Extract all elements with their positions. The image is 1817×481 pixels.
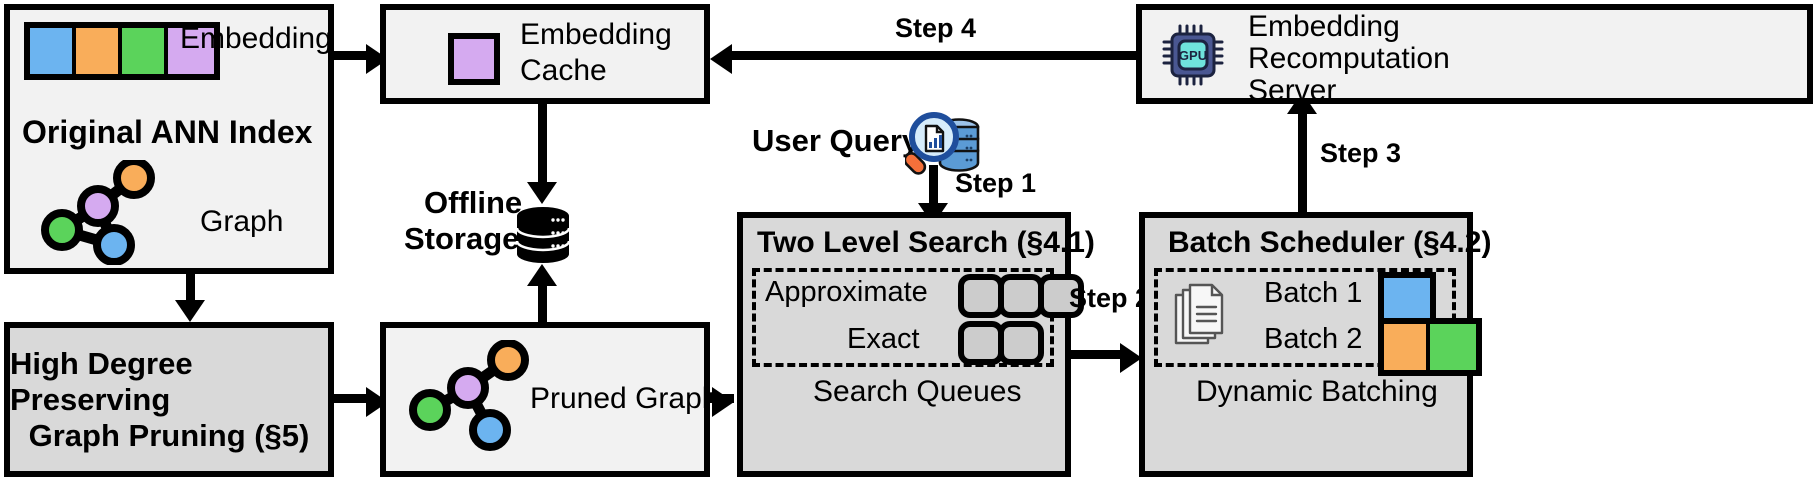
embedding-swatch-strip	[24, 22, 220, 80]
batch-swatch-green	[1430, 324, 1476, 370]
approximate-queue-label: Approximate	[765, 276, 928, 308]
batch-2-swatches	[1378, 318, 1482, 376]
queue-slot[interactable]	[958, 274, 1004, 318]
arrow-index-to-pruning-head	[175, 300, 205, 322]
query-magnifier-database-icon	[905, 112, 980, 175]
arrow-cache-to-storage-line	[538, 104, 547, 184]
arrow-cache-to-storage-head	[527, 182, 557, 204]
database-cylinder-icon	[515, 207, 571, 263]
search-queues-footer: Search Queues	[813, 375, 1022, 408]
batch-1-label: Batch 1	[1264, 277, 1363, 309]
recomputation-server-line2: Recomputation	[1248, 42, 1450, 75]
arrow-step4-line	[732, 51, 1136, 60]
arrow-pruning-to-prunedgraph-line	[334, 394, 368, 403]
batch-swatch-blue	[1384, 278, 1430, 324]
embedding-cache-box	[380, 4, 710, 104]
graph-label: Graph	[200, 205, 284, 238]
pruned-graph-illustration	[409, 340, 529, 451]
arrow-step3-line	[1298, 110, 1307, 212]
arrow-step2-line	[1071, 350, 1124, 359]
step2-label: Step 2	[1069, 283, 1151, 313]
arrow-index-to-cache-line	[334, 51, 368, 60]
exact-queue-label: Exact	[847, 323, 920, 355]
arrow-step1-line	[929, 165, 938, 205]
offline-storage-line2: Storage	[404, 221, 520, 256]
arrow-prunedgraph-to-search-head	[712, 387, 734, 417]
svg-text:GPU: GPU	[1179, 48, 1207, 63]
step1-label: Step 1	[955, 168, 1037, 198]
recomputation-server-line1: Embedding	[1248, 10, 1400, 43]
recomputation-server-box	[1136, 4, 1813, 104]
embedding-swatch-purple	[168, 28, 214, 74]
arrow-step2-head	[1120, 343, 1142, 373]
arrow-step4-head	[710, 44, 732, 74]
embedding-swatch-orange	[76, 28, 122, 74]
graph-pruning-line1: High Degree Preserving	[10, 345, 193, 417]
user-query-label: User Query	[752, 123, 920, 158]
step3-label: Step 3	[1320, 138, 1402, 168]
arrow-prunedgraph-to-storage-line	[538, 284, 547, 322]
approximate-queue-slots	[958, 274, 1084, 318]
offline-storage-line1: Offline	[424, 185, 523, 220]
dynamic-batching-footer: Dynamic Batching	[1196, 375, 1438, 408]
step4-label: Step 4	[895, 13, 977, 43]
queue-slot[interactable]	[998, 321, 1044, 365]
embedding-swatch-green	[122, 28, 168, 74]
batch-swatch-orange	[1384, 324, 1430, 370]
embedding-swatch-blue	[30, 28, 76, 74]
exact-queue-slots	[958, 321, 1044, 365]
graph-pruning-box: High Degree Preserving Graph Pruning (§5…	[4, 322, 334, 477]
arrow-prunedgraph-to-storage-head	[527, 264, 557, 286]
two-level-search-title: Two Level Search (§4.1)	[757, 226, 1095, 259]
pruned-graph-label: Pruned Graph	[530, 382, 719, 415]
batch-scheduler-title: Batch Scheduler (§4.2)	[1168, 226, 1492, 259]
embedding-cache-swatch	[448, 33, 500, 85]
queue-slot[interactable]	[1038, 274, 1084, 318]
graph-pruning-line2: Graph Pruning (§5)	[28, 417, 310, 453]
original-graph-illustration	[41, 160, 155, 265]
arrow-index-to-pruning-line	[186, 274, 195, 302]
embedding-cache-line1: Embedding	[520, 18, 672, 51]
dynamic-batching-region	[1154, 268, 1456, 367]
embedding-label: Embedding	[180, 22, 332, 55]
gpu-chip-icon: GPU	[1162, 24, 1224, 86]
batch-2-label: Batch 2	[1264, 323, 1363, 355]
documents-stack-icon	[1174, 283, 1224, 345]
embedding-cache-line2: Cache	[520, 54, 607, 87]
recomputation-server-line3: Server	[1248, 74, 1337, 107]
original-ann-index-title: Original ANN Index	[22, 114, 313, 150]
